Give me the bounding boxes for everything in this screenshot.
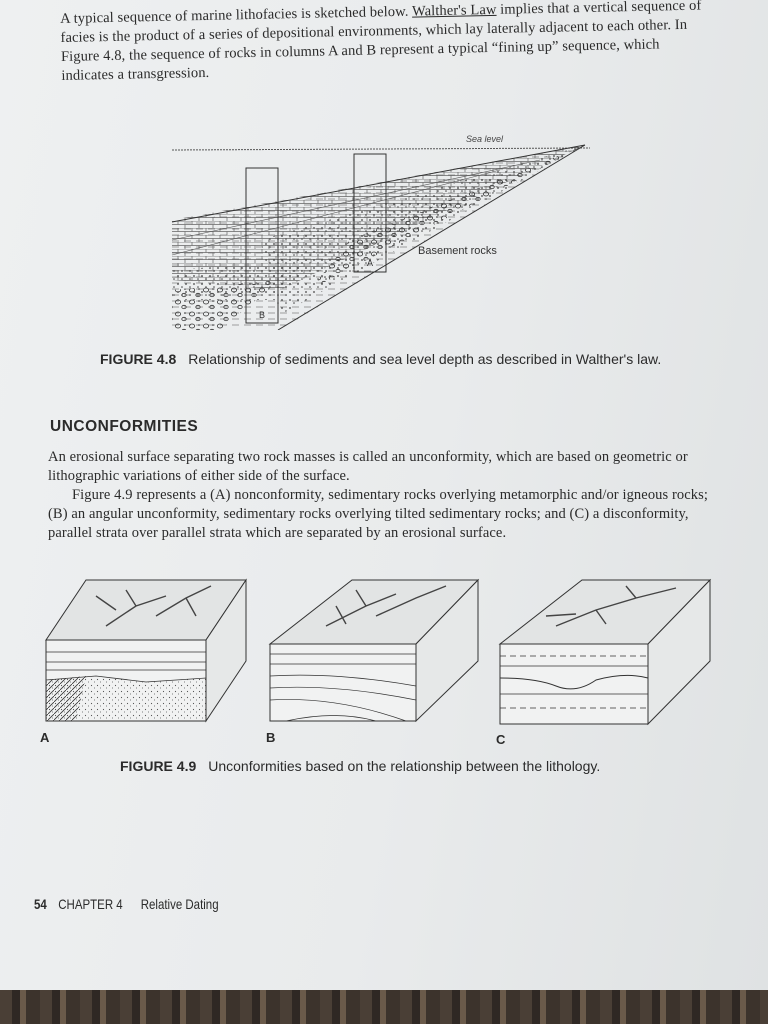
figure-4-9-label-b: B <box>266 730 276 745</box>
figure-4-9-caption: FIGURE 4.9 Unconformities based on the re… <box>120 758 600 774</box>
figure-4-9-diagram <box>45 578 712 726</box>
figure-4-8-diagram: Sea level Basement rocks A B <box>171 134 591 330</box>
types-paragraph: Figure 4.9 represents a (A) nonconformit… <box>48 487 709 541</box>
block-c <box>498 578 712 726</box>
section-heading: UNCONFORMITIES <box>50 418 199 435</box>
book-page: A typical sequence of marine lithofacies… <box>0 0 768 990</box>
background-surface <box>0 990 768 1024</box>
figure-4-9-number: FIGURE 4.9 <box>120 758 197 774</box>
walthers-law-term: Walther's Law <box>411 1 497 20</box>
figure-4-9-label-a: A <box>40 730 50 745</box>
page-footer: 54 CHAPTER 4 Relative Dating <box>34 896 219 912</box>
column-a-label: A <box>367 258 373 268</box>
figure-4-9-caption-text: Unconformities based on the relationship… <box>208 758 601 774</box>
page-number: 54 <box>34 896 47 912</box>
block-b <box>268 578 480 723</box>
block-a <box>45 578 247 723</box>
sea-level-label: Sea level <box>466 134 504 144</box>
chapter-label: CHAPTER 4 <box>58 896 123 912</box>
figure-4-9-label-c: C <box>496 732 506 747</box>
figure-4-8-caption-text: Relationship of sediments and sea level … <box>188 351 662 367</box>
column-b-label: B <box>259 310 265 320</box>
definition-paragraph: An erosional surface separating two rock… <box>48 449 688 484</box>
chapter-title: Relative Dating <box>140 896 219 912</box>
basement-rocks-label: Basement rocks <box>418 245 497 257</box>
figure-4-8-caption: FIGURE 4.8 Relationship of sediments and … <box>100 351 661 367</box>
intro-paragraph: A typical sequence of marine lithofacies… <box>60 0 711 86</box>
figure-4-8-number: FIGURE 4.8 <box>100 351 177 367</box>
